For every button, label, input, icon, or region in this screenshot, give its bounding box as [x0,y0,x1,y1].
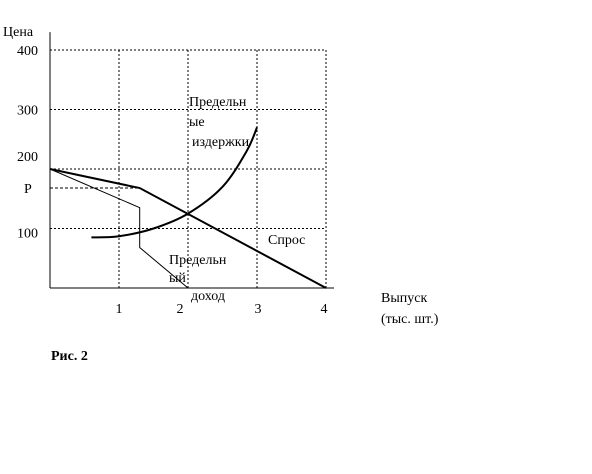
x-tick-label: 1 [116,302,123,317]
series-layer [49,126,327,289]
grid-layer [50,49,327,288]
x-axis-title-line-1: Выпуск [381,291,427,306]
x-tick-label: 2 [177,302,184,317]
marginal-cost-label: Предельн [189,95,247,110]
marginal-cost-label: издержки [192,135,250,150]
marginal-revenue-label: Предельн [169,253,227,268]
y-tick-label: 200 [17,150,38,165]
marginal-revenue-label: доход [191,289,225,304]
marginal-cost-label: ые [189,115,205,130]
marginal-revenue-label: ый [169,271,186,286]
price-label: P [24,182,32,197]
x-tick-label: 4 [321,302,328,317]
y-tick-label: 300 [17,104,38,119]
axes-layer [49,32,334,289]
tick-labels: 1 2 3 4 100 200 300 400 [17,44,328,317]
x-tick-label: 3 [255,302,262,317]
demand-label: Спрос [268,233,305,248]
y-axis-title: Цена [3,25,34,40]
x-axis-title-line-2: (тыс. шт.) [381,312,439,327]
y-tick-label: 100 [17,227,38,242]
demand-curve [49,168,327,289]
figure-caption: Рис. 2 [51,349,88,364]
marginal-cost-curve [91,126,258,239]
y-tick-label: 400 [17,44,38,59]
marginal-revenue-curve [49,168,189,289]
